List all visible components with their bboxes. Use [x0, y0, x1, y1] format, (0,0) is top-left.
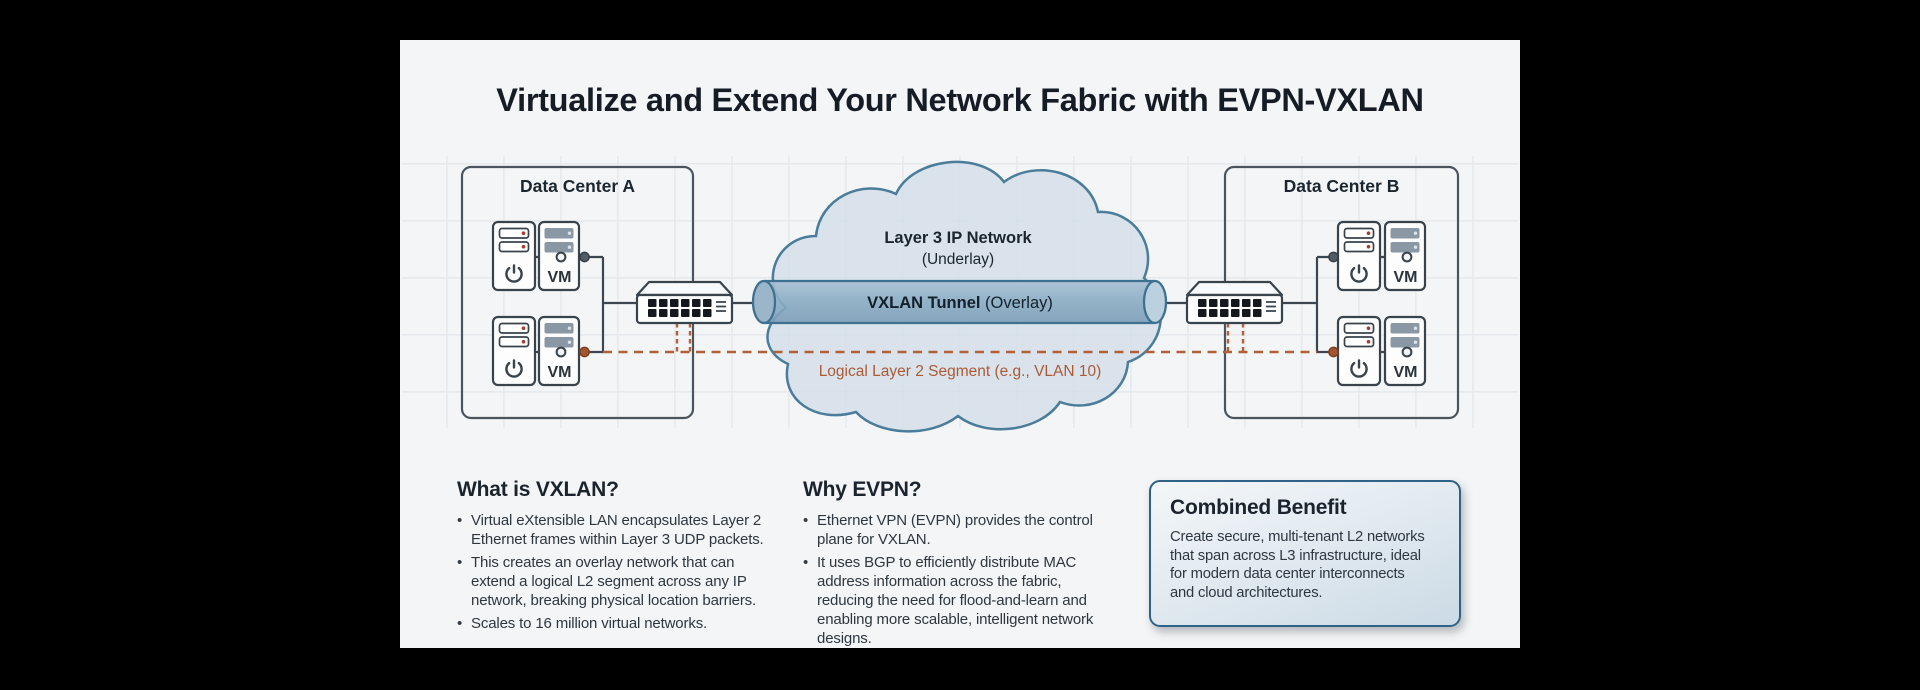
bullet-text: Scales to 16 million virtual networks.: [471, 615, 708, 632]
bullet-marker: •: [457, 554, 463, 571]
dc-b-label: Data Center B: [1284, 176, 1400, 196]
vm-b2: [1383, 315, 1427, 387]
infographic-panel: VM: [400, 40, 1520, 648]
section-why-evpn: Why EVPN? • Ethernet VPN (EVPN) provides …: [803, 478, 1148, 652]
bullet-list: • Ethernet VPN (EVPN) provides the contro…: [803, 511, 1148, 648]
vm-b1: [1383, 220, 1427, 292]
server-a1: [491, 220, 537, 292]
bullet-marker: •: [457, 512, 463, 529]
benefit-heading: Combined Benefit: [1170, 496, 1347, 519]
bullet-text: It uses BGP to efficiently distribute MA…: [817, 554, 1094, 647]
section-what-is-vxlan: What is VXLAN? • Virtual eXtensible LAN e…: [457, 478, 802, 637]
switch-a: [635, 280, 734, 325]
list-item: • Ethernet VPN (EVPN) provides the contro…: [803, 511, 1148, 549]
section-heading: Why EVPN?: [803, 478, 922, 501]
junction-dot: [1328, 251, 1339, 263]
junction-dot-orange: [1328, 346, 1339, 358]
segment-label: Logical Layer 2 Segment (e.g., VLAN 10): [819, 363, 1102, 380]
list-item: • Virtual eXtensible LAN encapsulates Lay…: [457, 511, 802, 549]
junction-dot-orange: [579, 346, 590, 358]
bullet-text: Ethernet VPN (EVPN) provides the control…: [817, 512, 1093, 548]
combined-benefit-card: Combined Benefit Create secure, multi-te…: [1149, 480, 1461, 627]
bullet-text: Virtual eXtensible LAN encapsulates Laye…: [471, 512, 764, 548]
vxlan-tunnel: [751, 279, 1168, 325]
list-item: • This creates an overlay network that ca…: [457, 553, 802, 610]
bullet-list: • Virtual eXtensible LAN encapsulates Lay…: [457, 511, 802, 633]
cloud-label-line2: (Underlay): [922, 251, 994, 268]
bullet-marker: •: [803, 554, 809, 571]
l2-segment-dashed-line: [603, 323, 1317, 354]
junction-dot: [579, 251, 590, 263]
vm-a1: [537, 220, 581, 292]
list-item: • Scales to 16 million virtual networks.: [457, 614, 802, 633]
page-title: Virtualize and Extend Your Network Fabri…: [496, 82, 1424, 118]
network-diagram: VM: [402, 156, 1518, 433]
switch-b: [1185, 280, 1284, 325]
list-item: • It uses BGP to efficiently distribute M…: [803, 553, 1148, 648]
cloud-label-line1: Layer 3 IP Network: [884, 229, 1032, 247]
bullet-marker: •: [803, 512, 809, 529]
server-b1: [1336, 220, 1382, 292]
vm-a2: [537, 315, 581, 387]
server-b2: [1336, 315, 1382, 387]
server-a2: [491, 315, 537, 387]
benefit-body: Create secure, multi-tenant L2 networks …: [1170, 529, 1425, 601]
section-heading: What is VXLAN?: [457, 478, 619, 501]
bullet-marker: •: [457, 615, 463, 632]
tunnel-label: VXLAN Tunnel (Overlay): [867, 294, 1053, 312]
bullet-text: This creates an overlay network that can…: [471, 554, 757, 609]
dc-a-label: Data Center A: [520, 176, 635, 196]
